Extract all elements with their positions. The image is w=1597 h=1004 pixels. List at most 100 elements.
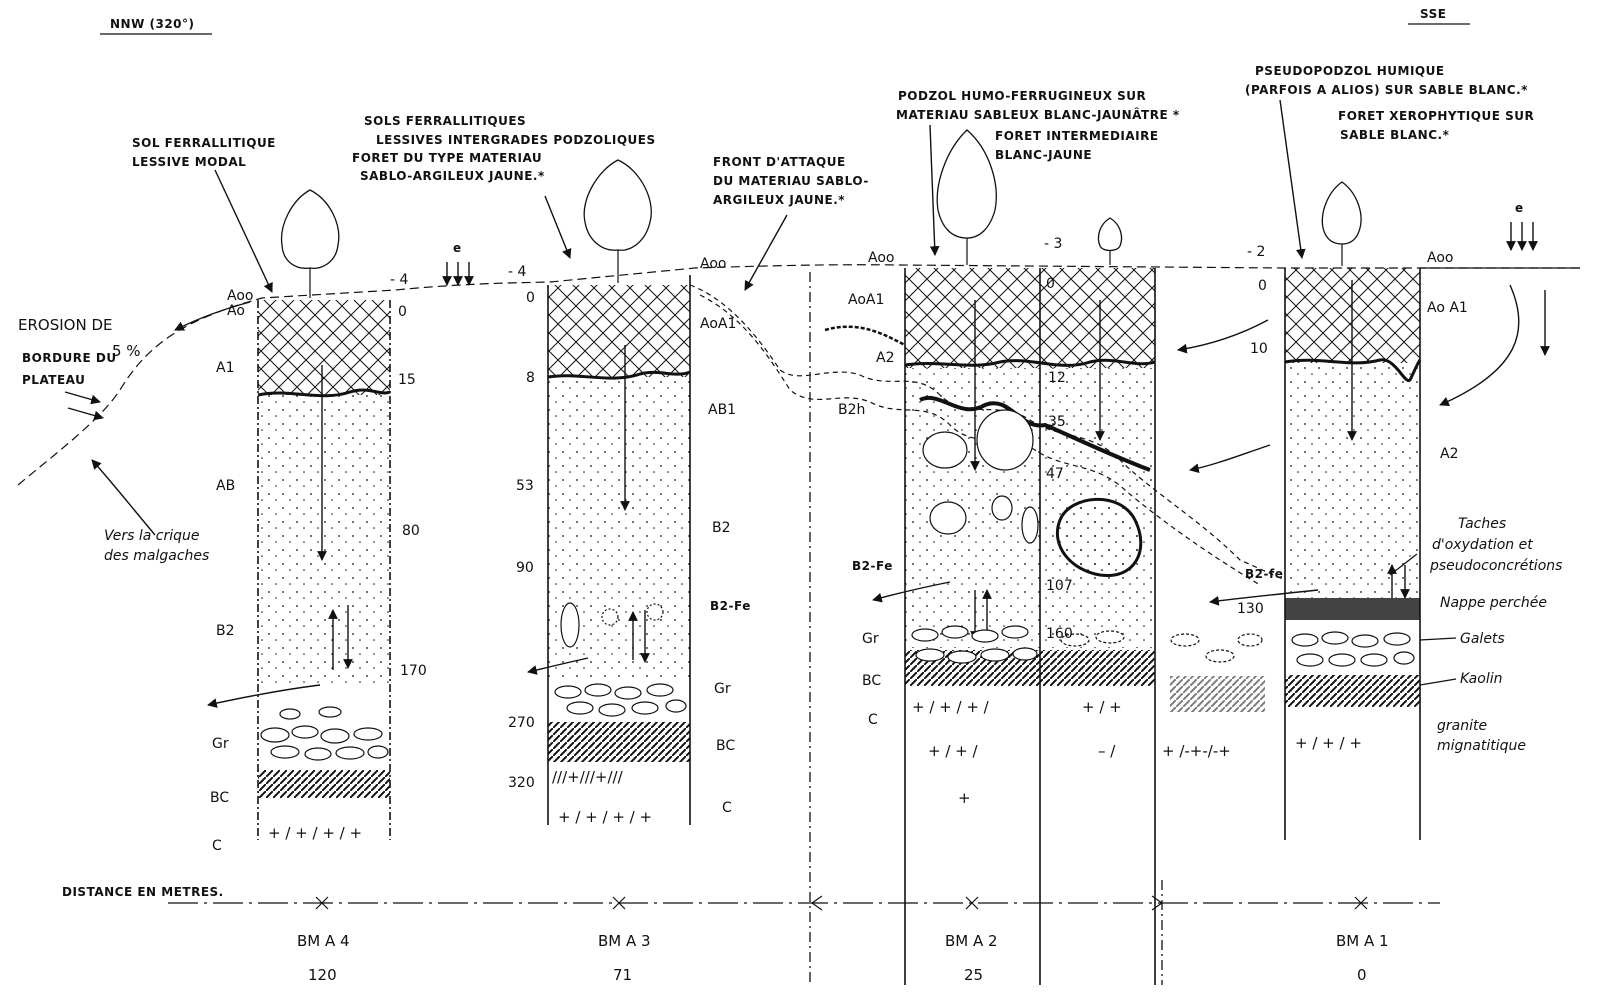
profile-label-bma3: BM A 3 [598,932,651,950]
bma2-title-line2: MATERIAU SABLEUX BLANC-JAUNÂTRE * [896,107,1180,122]
bma3-depth-2: 53 [516,478,534,494]
bma1-granite-symbols: + / + / + [1295,734,1362,752]
bma2-horizon-5: Gr [862,631,879,647]
nappe-label: Nappe perchée [1440,595,1547,611]
pointer-front [745,215,787,290]
pointer-bma2 [930,125,935,255]
bma2-transition-symbols: + /-+-/-+ [1162,742,1231,760]
distance-bma1: 0 [1357,966,1367,984]
bma4-sandy-horizon [258,395,390,685]
galets-pointer [1420,638,1456,640]
bma1-title-line2: (PARFOIS A ALIOS) SUR SABLE BLANC.* [1245,83,1528,97]
bma2-granite-row2b: – / [1098,742,1116,760]
plateau-arrow-a [65,392,100,402]
bma2-title-line1: PODZOL HUMO-FERRUGINEUX SUR [898,89,1146,103]
bma1-depth-1: 10 [1250,341,1268,357]
bma1-depth-2: 130 [1237,601,1264,617]
bma4-bc-hatch [258,770,390,798]
bma2-depth-1: 12 [1048,370,1066,386]
bma1-title-line3: FORET XEROPHYTIQUE SUR [1338,109,1534,123]
granite-line2: mignatitique [1437,738,1526,754]
bma2-horizon-1: AoA1 [848,292,884,308]
bma3-title-line4: SABLO-ARGILEUX JAUNE.* [360,169,545,183]
bma3-saprolite-symbols: ///+///+/// [552,768,624,786]
bma2-granite-row1b: + / + [1082,698,1122,716]
pointer-bma4 [215,170,272,292]
vers-crique-line2: des malgaches [104,548,209,564]
erosion-label: EROSION DE [18,316,112,334]
bma2-horizon-3: B2h [838,402,865,418]
bma2-depth-4: 107 [1046,578,1073,594]
bma1-horizon-1: Ao A1 [1427,300,1468,316]
kaolin-label: Kaolin [1460,671,1502,687]
elev-bma2: - 3 [1044,236,1062,252]
bma2-humus-lobe-b [977,410,1033,470]
bma4-depth-1: 15 [398,372,416,388]
galets-label: Galets [1460,631,1505,647]
plateau-arrow-b [68,408,103,418]
tree-bma4 [282,190,339,298]
distance-bma3: 71 [613,966,632,984]
plateau-label: PLATEAU [22,373,85,387]
bma4-gravel [261,707,388,760]
vers-crique-arrow [92,460,155,535]
profile-bma2: + / + / + / + / + / + + / + – / + /-+-/-… [690,268,1285,985]
bma2-horizon-2: A2 [876,350,894,366]
bma3-concretion [561,603,579,647]
bma2-horizon-4: B2-Fe [852,559,893,573]
bma2-granite-row3: + [958,789,971,807]
bma3-horizon-3: B2 [712,520,731,536]
vers-crique-line1: Vers la crique [104,528,200,544]
bma4-humus-horizon [258,300,390,395]
tree-bma2 [937,130,996,265]
bma2-horizon-6: BC [862,673,881,689]
bma1-title-line1: PSEUDOPODZOL HUMIQUE [1255,64,1445,78]
profile-label-bma2: BM A 2 [945,932,998,950]
bma3-depth-0: 0 [526,290,535,306]
pointer-bma1 [1280,100,1302,258]
profile-bma4: + / + / + / + [208,300,390,842]
orientation-nnw: NNW (320°) [110,17,195,31]
profile-label-bma4: BM A 4 [297,932,350,950]
bma1-kaolin-hatch [1285,675,1420,707]
bma2-granite-row2: + / + / [928,742,978,760]
bma4-horizon-0: Aoo [227,288,253,304]
bma3-horizon-2: AB1 [708,402,736,418]
bma2-depth-5: 160 [1046,626,1073,642]
bma4-horizon-4: B2 [216,623,235,639]
distance-bma4: 120 [308,966,337,984]
bma3-depth-1: 8 [526,370,535,386]
pointer-bma3 [545,196,570,258]
bma2-horizon-0: Aoo [868,250,894,266]
bma4-title-line1: SOL FERRALLITIQUE [132,136,276,150]
slope-percent: 5 % [112,342,141,360]
bma3-horizon-6: BC [716,738,735,754]
bma4-depth-0: 0 [398,304,407,320]
bma4-horizon-3: AB [216,478,235,494]
rain-arrows-right [1511,222,1533,250]
bma1-perched-water-table [1285,598,1420,620]
bma3-nodule-a [602,609,618,625]
elev-bma3: - 4 [508,264,527,280]
bma2-horizon-7: C [868,712,878,728]
bma3-granite-symbols: + / + / + / + [558,808,652,826]
bma3-horizon-1: AoA1 [700,316,736,332]
bma3-depth-5: 320 [508,775,535,791]
bma4-granite-symbols: + / + / + / + [268,824,362,842]
bma3-bc-hatch [548,722,690,762]
bma2-title-line4: BLANC-JAUNE [995,148,1092,162]
bma1-gravel [1292,632,1414,666]
bma3-depth-4: 270 [508,715,535,731]
front-title-line2: DU MATERIAU SABLO- [713,174,869,188]
tree-bma1 [1322,182,1361,266]
bordure-label: BORDURE DU [22,351,117,365]
taches-line1: Taches [1458,516,1506,532]
bma3-title-line1: SOLS FERRALLITIQUES [364,114,526,128]
lateral-flow-arrow-b [1190,445,1270,470]
bma4-lateral-arrow [208,685,320,705]
bma2-depth-0: 0 [1046,276,1055,292]
bma2-humus-horizon [905,268,1155,368]
bma3-horizon-4: B2-Fe [710,599,751,613]
